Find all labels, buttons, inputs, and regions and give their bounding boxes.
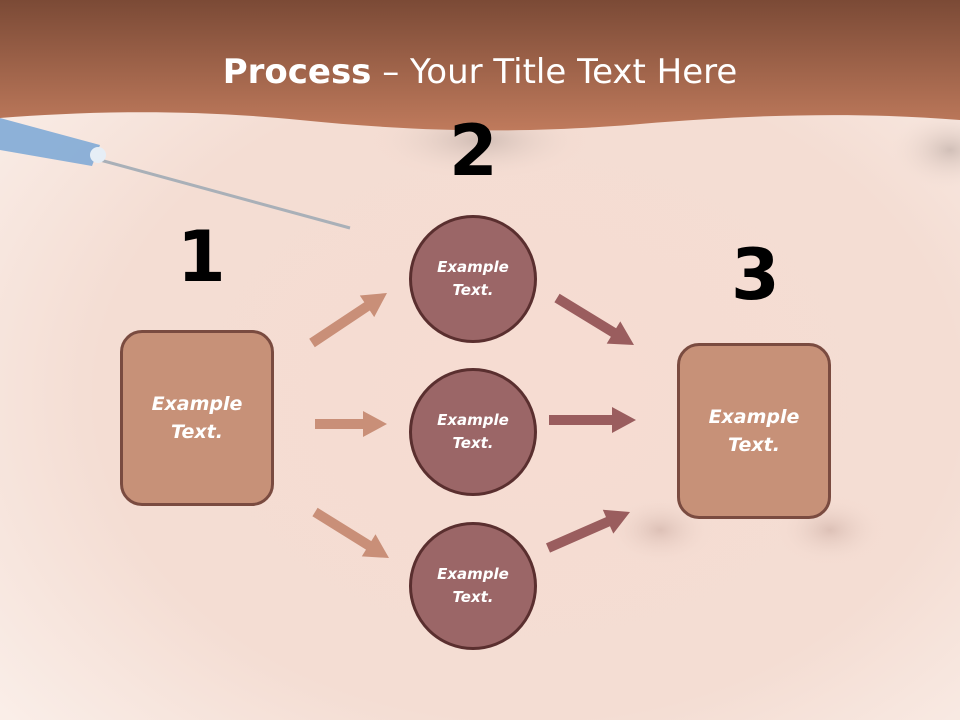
step-3-text: Example Text. [708,405,800,457]
step-2-circle-middle: Example Text. [409,368,537,496]
step-2-number: 2 [449,110,498,192]
step-2-circle-bottom: Example Text. [409,522,537,650]
step-3-number: 3 [731,234,780,316]
arrow-1-to-2-top [309,293,387,348]
slide-title: Process – Your Title Text Here [0,52,960,92]
arrow-1-to-2-bottom [312,507,389,558]
step-1-number: 1 [177,216,226,298]
arrow-1-to-2-middle [315,411,387,437]
title-rest: – Your Title Text Here [371,52,738,92]
step-2-circle-top: Example Text. [409,215,537,343]
step-2-text-middle: Example Text. [437,410,509,452]
step-2-text-bottom: Example Text. [437,564,509,606]
step-1-box: Example Text. [120,330,274,506]
title-bold: Process [222,52,372,92]
arrow-2-bottom-to-3 [546,509,630,553]
step-2-text-top: Example Text. [437,257,509,299]
step-3-box: Example Text. [677,343,831,519]
step-1-text: Example Text. [151,392,243,444]
arrow-2-top-to-3 [554,293,634,345]
arrow-2-middle-to-3 [549,407,636,433]
